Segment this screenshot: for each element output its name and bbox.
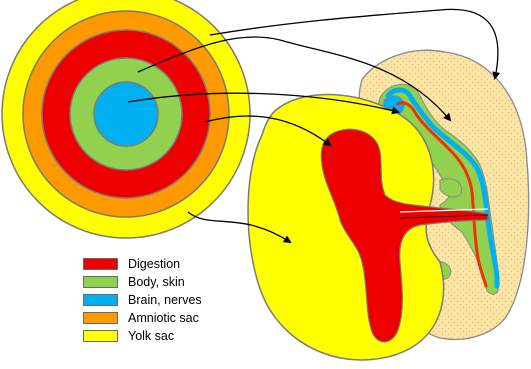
legend-item-body-skin: Body, skin	[83, 273, 202, 291]
legend-item-amniotic-sac: Amniotic sac	[83, 309, 202, 327]
legend-label-digestion: Digestion	[128, 257, 180, 271]
legend-item-digestion: Digestion	[83, 255, 202, 273]
legend-swatch-brain-nerves	[83, 294, 118, 306]
legend-swatch-body-skin	[83, 276, 118, 288]
legend-label-brain-nerves: Brain, nerves	[128, 293, 202, 307]
legend-item-brain-nerves: Brain, nerves	[83, 291, 202, 309]
brain-nerves-core	[94, 82, 158, 146]
legend-swatch-digestion	[83, 258, 118, 270]
concentric-layers	[2, 0, 250, 238]
legend-item-yolk-sac: Yolk sac	[83, 327, 202, 345]
legend-label-amniotic-sac: Amniotic sac	[128, 311, 199, 325]
legend-swatch-yolk-sac	[83, 330, 118, 342]
legend: Digestion Body, skin Brain, nerves Amnio…	[83, 255, 202, 345]
legend-label-body-skin: Body, skin	[128, 275, 185, 289]
legend-swatch-amniotic-sac	[83, 312, 118, 324]
legend-label-yolk-sac: Yolk sac	[128, 329, 174, 343]
